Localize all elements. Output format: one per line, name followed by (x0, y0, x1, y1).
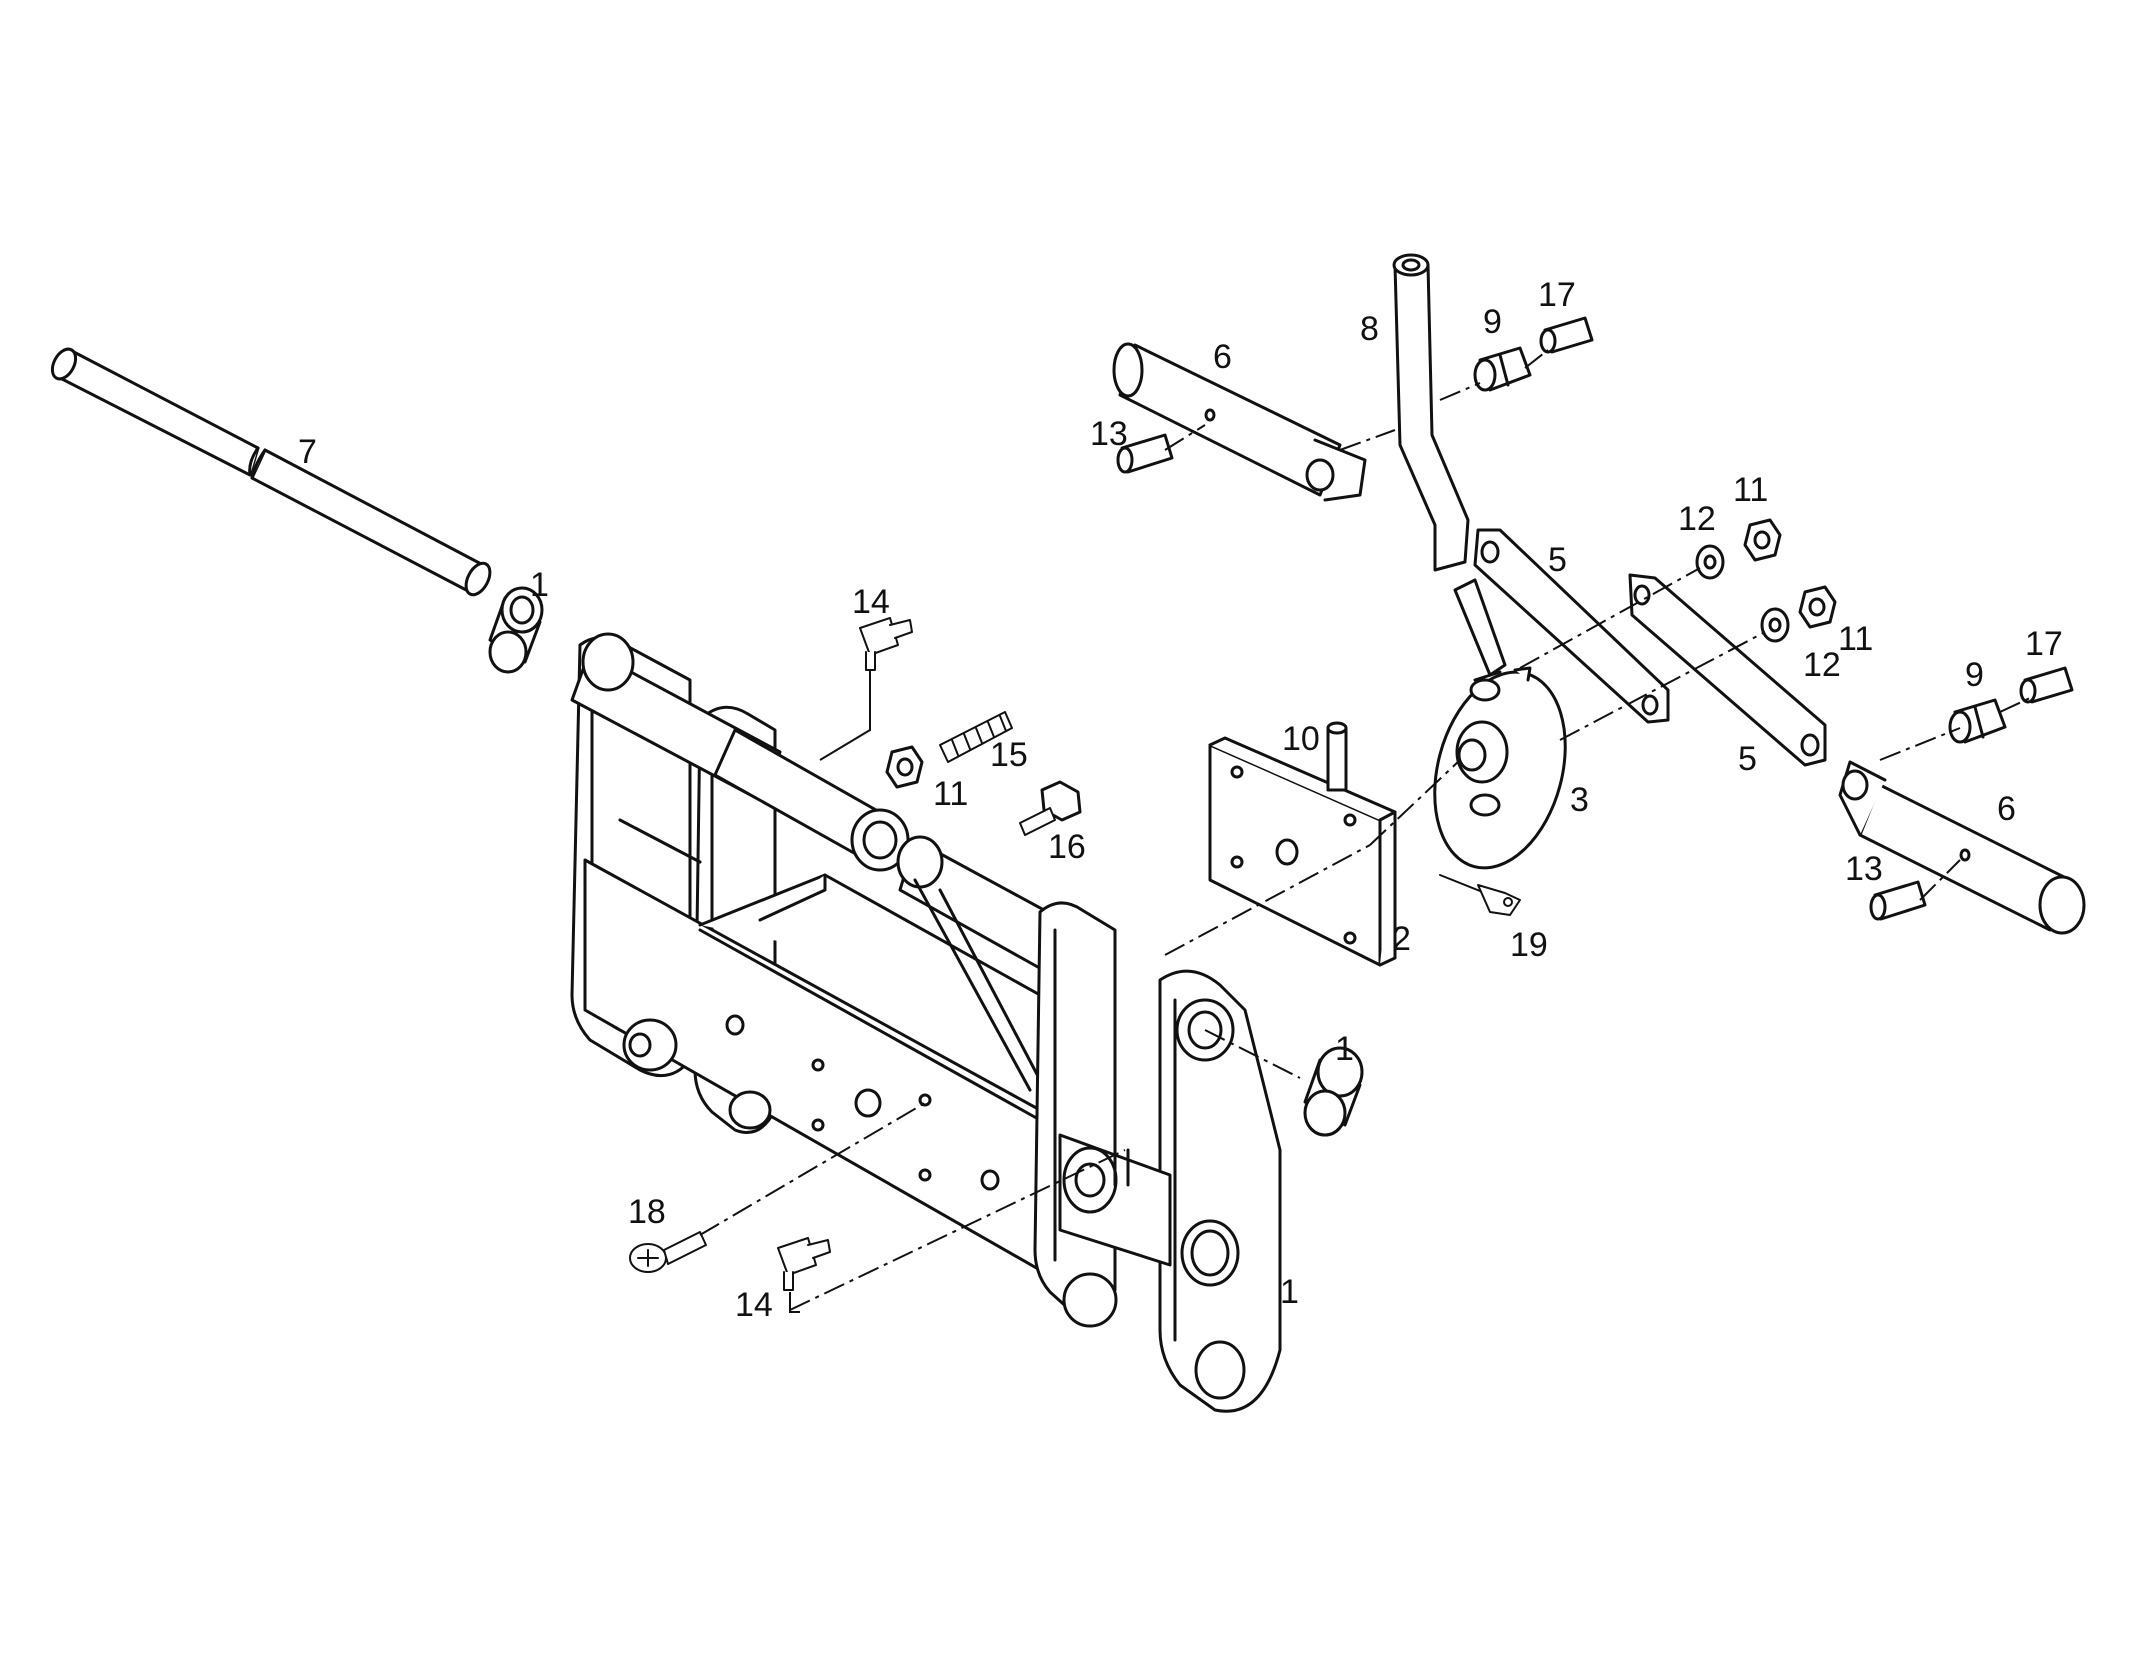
callout-6-upper: 6 (1213, 338, 1232, 376)
pin-10 (1326, 721, 1348, 792)
bolt-16 (1019, 780, 1082, 836)
callout-13-upper: 13 (1090, 415, 1128, 453)
bushing-1-right (1303, 1046, 1364, 1137)
callout-10: 10 (1282, 720, 1320, 758)
nut-11-upper (1743, 518, 1782, 562)
screw-18 (629, 1231, 707, 1273)
shaft-7 (50, 347, 492, 597)
link-5-upper (1473, 528, 1670, 724)
plate-2 (1208, 736, 1397, 967)
link-5-lower (1628, 573, 1827, 767)
callout-9-lower: 9 (1965, 656, 1984, 694)
clip-19 (1439, 874, 1521, 916)
callout-19: 19 (1510, 926, 1548, 964)
washer-12-upper (1695, 544, 1725, 580)
pin-13-upper (1116, 433, 1174, 474)
callout-7: 7 (298, 433, 317, 471)
fitting-14-lower (777, 1237, 831, 1291)
washer-12-lower (1760, 607, 1790, 643)
callout-11-lower: 11 (1838, 620, 1874, 658)
lever-8 (1392, 253, 1470, 572)
main-frame (570, 632, 1282, 1413)
callout-11-upper: 11 (1733, 471, 1769, 509)
nut-11-left (885, 745, 924, 789)
callout-3: 3 (1570, 781, 1589, 819)
sleeve-9-upper (1473, 346, 1532, 392)
stud-15 (939, 711, 1013, 763)
callout-15: 15 (990, 736, 1028, 774)
callout-6-lower: 6 (1997, 790, 2016, 828)
pin-17-upper (1539, 316, 1594, 354)
nut-11-lower (1798, 585, 1837, 629)
pin-6-lower (1838, 760, 2086, 935)
callout-1-top: 1 (530, 566, 549, 604)
callout-2: 2 (1392, 920, 1411, 958)
callout-12-upper: 12 (1678, 500, 1716, 538)
pin-13-lower (1869, 880, 1927, 921)
callout-17-lower: 17 (2025, 625, 2063, 663)
fitting-14-upper (859, 617, 913, 671)
callout-1-bottom: 1 (1280, 1273, 1299, 1311)
callout-12-lower: 12 (1803, 646, 1841, 684)
callout-9-upper: 9 (1483, 303, 1502, 341)
callout-14-upper: 14 (852, 583, 890, 621)
callout-17-upper: 17 (1538, 276, 1576, 314)
pin-17-lower (2019, 666, 2074, 704)
callout-11-left: 11 (933, 775, 969, 813)
callout-5-lower: 5 (1738, 740, 1757, 778)
callout-16: 16 (1048, 828, 1086, 866)
callout-8: 8 (1360, 310, 1379, 348)
callout-5-upper: 5 (1548, 541, 1567, 579)
bushing-1-top (488, 586, 544, 674)
callout-14-lower: 14 (735, 1286, 773, 1324)
hub-3 (1433, 578, 1567, 870)
callout-1-right: 1 (1335, 1030, 1354, 1068)
center-lines (699, 349, 2031, 1311)
pin-6-upper (1112, 342, 1367, 502)
callout-18: 18 (628, 1193, 666, 1231)
leader-lines (789, 670, 871, 1313)
callout-13-lower: 13 (1845, 850, 1883, 888)
sleeve-9-lower (1948, 698, 2007, 744)
